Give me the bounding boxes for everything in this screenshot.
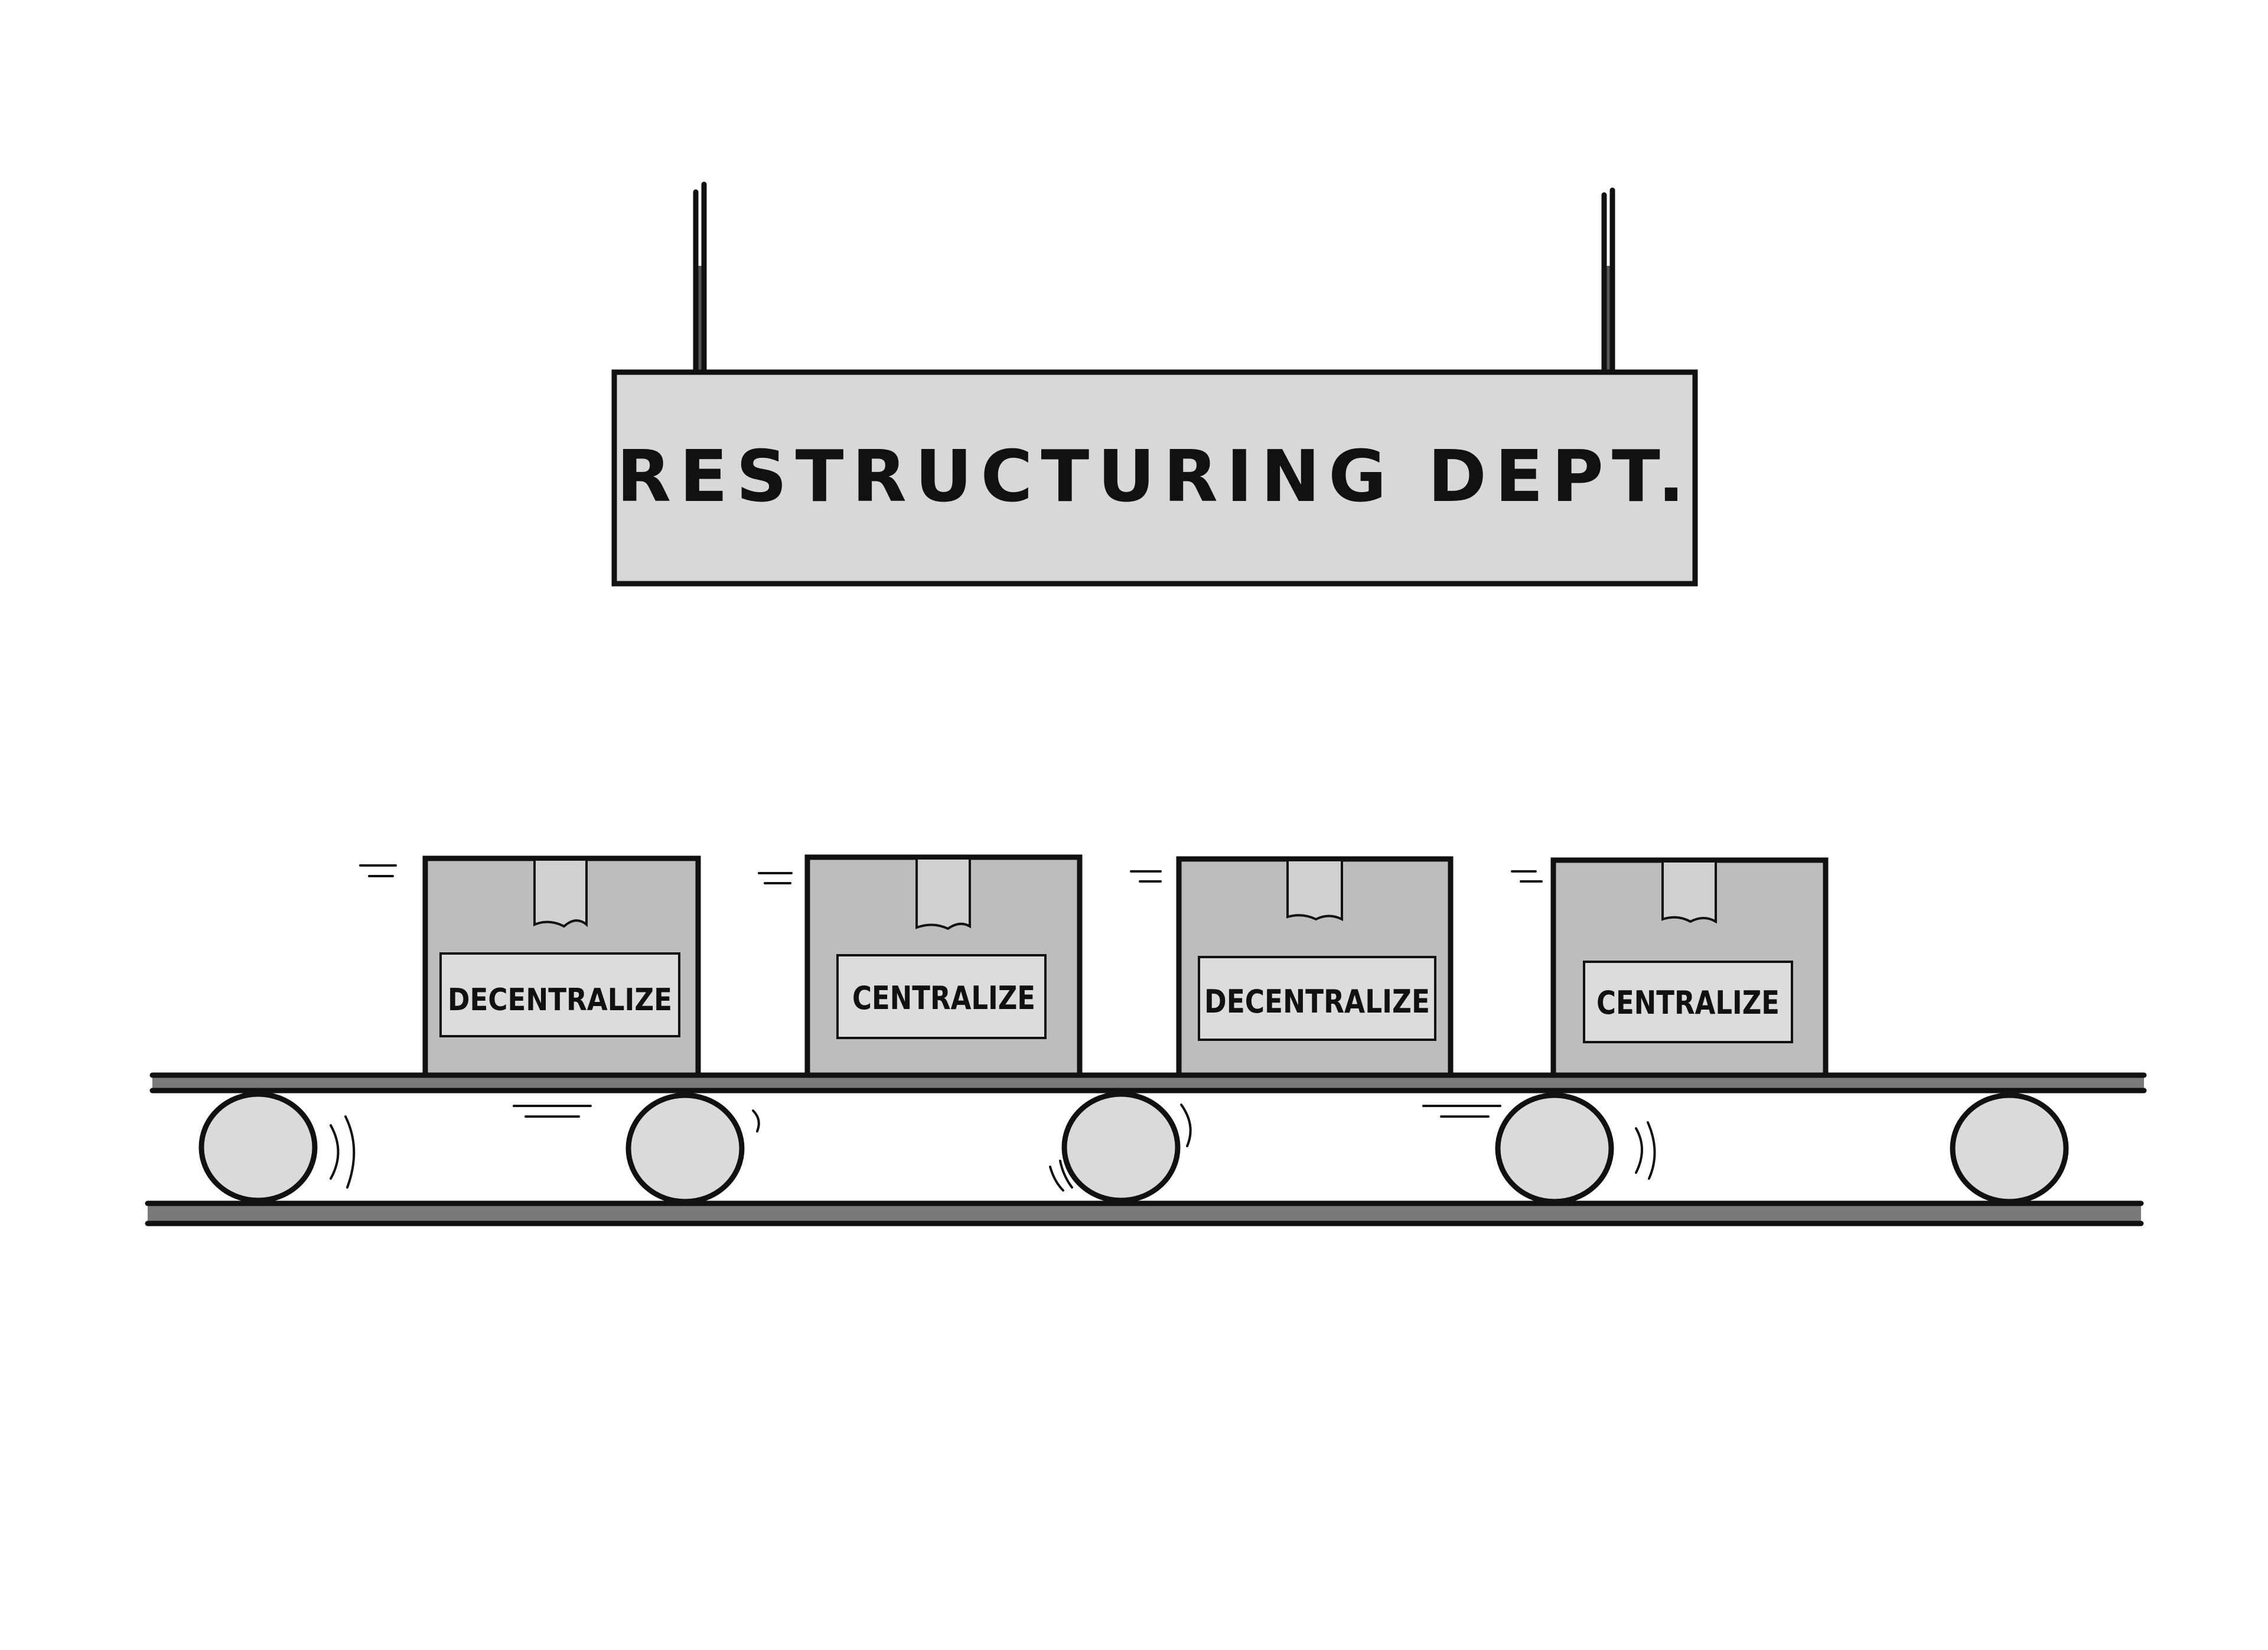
box-label: CENTRALIZE	[1596, 984, 1780, 1021]
roller	[1950, 1092, 2069, 1205]
box-label: DECENTRALIZE	[448, 982, 672, 1018]
box-tape	[533, 858, 588, 928]
box-label-plate	[439, 952, 680, 1037]
hanging-sign: RESTRUCTURING DEPT.	[611, 181, 1698, 587]
conveyor	[145, 1072, 2147, 1226]
roller-motion-lines	[330, 1104, 1656, 1192]
roller	[1061, 1091, 1181, 1203]
roller	[625, 1092, 745, 1205]
box-label: CENTRALIZE	[852, 979, 1035, 1017]
sign-hanger-right	[1601, 187, 1615, 376]
conveyor-belt-bottom	[145, 1200, 2144, 1226]
box-tape	[1661, 860, 1717, 924]
sign-board	[611, 369, 1698, 587]
roller	[1495, 1092, 1614, 1205]
box-label-plate	[1198, 956, 1436, 1041]
sign-title: RESTRUCTURING DEPT.	[617, 436, 1693, 518]
box-tape	[1286, 859, 1343, 922]
roller	[198, 1091, 318, 1203]
box-label-plate	[836, 954, 1047, 1039]
box-label-plate	[1583, 961, 1793, 1043]
sign-hanger-left	[693, 181, 707, 376]
box-decentralize-1: DECENTRALIZE	[359, 855, 701, 1078]
box-centralize-1: CENTRALIZE	[758, 854, 1083, 1078]
box-decentralize-2: DECENTRALIZE	[1130, 856, 1454, 1078]
box-tape	[915, 857, 971, 930]
box-centralize-2: CENTRALIZE	[1511, 857, 1829, 1078]
box-label: DECENTRALIZE	[1204, 983, 1430, 1020]
